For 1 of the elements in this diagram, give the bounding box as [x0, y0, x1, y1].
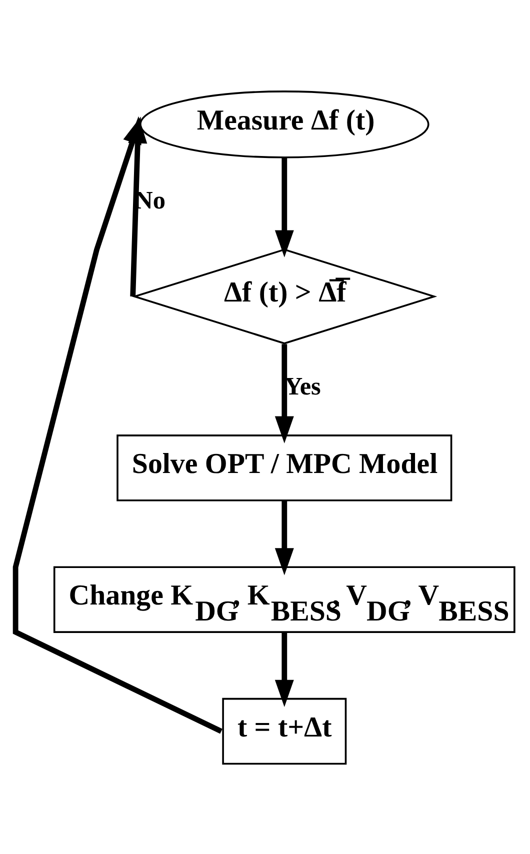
edge-label: Yes: [284, 372, 321, 400]
